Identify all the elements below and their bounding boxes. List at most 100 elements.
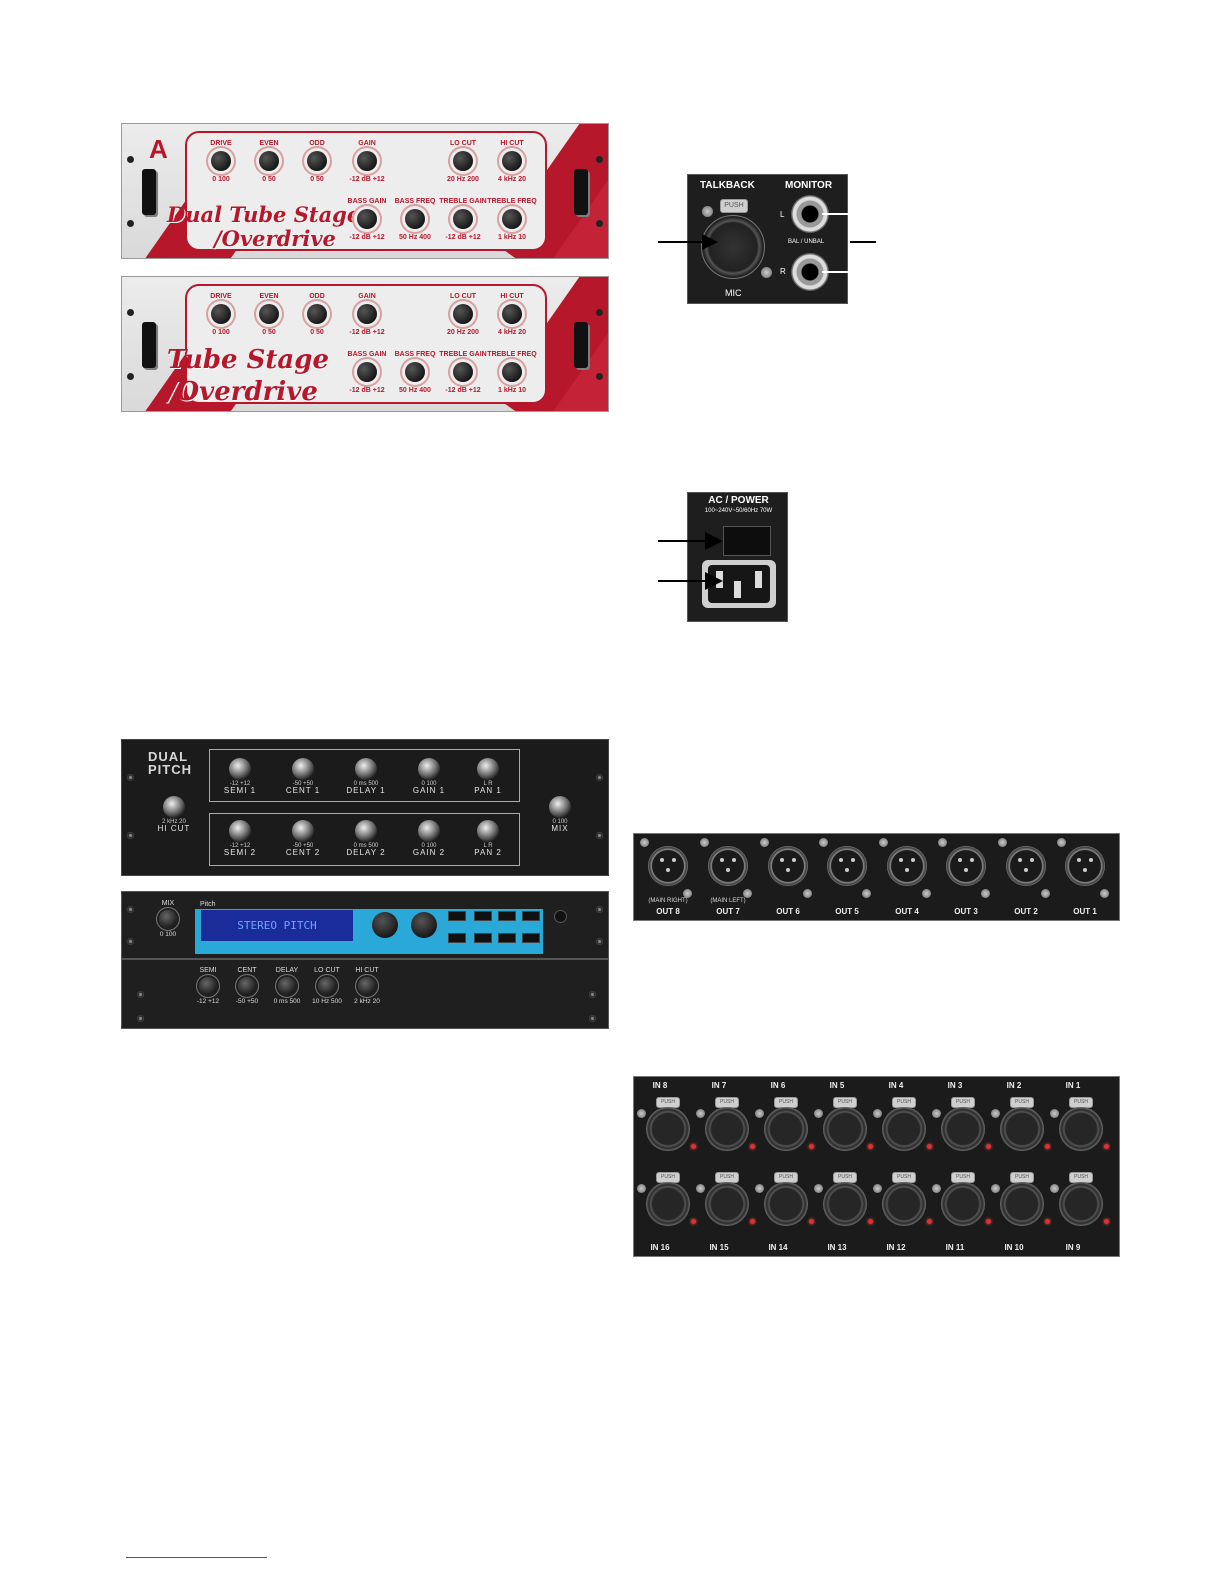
knob-cap[interactable] [211, 304, 231, 324]
output-xlr-connector[interactable] [648, 846, 688, 886]
output-xlr-connector[interactable] [827, 846, 867, 886]
input-xlr-connector[interactable] [705, 1182, 749, 1226]
knob-cap[interactable] [477, 820, 499, 842]
input-xlr-connector[interactable] [1059, 1107, 1103, 1151]
power-switch[interactable] [723, 526, 771, 556]
gain-knob[interactable]: GAIN-12 dB +12 [342, 132, 392, 183]
knob-cap[interactable] [199, 977, 217, 995]
input-xlr-connector[interactable] [764, 1107, 808, 1151]
semi-knob[interactable]: SEMI-12 +12 [186, 967, 230, 1005]
button-4[interactable] [522, 911, 540, 921]
button-7[interactable] [498, 933, 516, 943]
knob-cap[interactable] [405, 209, 425, 229]
input-xlr-connector[interactable] [1059, 1182, 1103, 1226]
knob-cap[interactable] [418, 758, 440, 780]
knob-cap[interactable] [229, 820, 251, 842]
power-button[interactable] [554, 910, 567, 923]
knob-cap[interactable] [453, 362, 473, 382]
knob-cap[interactable] [163, 796, 185, 818]
knob-cap[interactable] [418, 820, 440, 842]
knob-cap[interactable] [259, 151, 279, 171]
knob-cap[interactable] [453, 151, 473, 171]
input-xlr-connector[interactable] [1000, 1182, 1044, 1226]
input-xlr-connector[interactable] [941, 1182, 985, 1226]
treble-gain-knob[interactable]: TREBLE GAIN-12 dB +12 [438, 190, 488, 241]
input-xlr-connector[interactable] [882, 1107, 926, 1151]
knob-cap[interactable] [453, 209, 473, 229]
gain-knob[interactable]: GAIN-12 dB +12 [342, 285, 392, 336]
knob-cap[interactable] [259, 304, 279, 324]
knob-cap[interactable] [477, 758, 499, 780]
knob-cap[interactable] [318, 977, 336, 995]
button-6[interactable] [474, 933, 492, 943]
knob-cap[interactable] [549, 796, 571, 818]
button-3[interactable] [498, 911, 516, 921]
knob-cap[interactable] [307, 304, 327, 324]
output-xlr-connector[interactable] [1065, 846, 1105, 886]
treble-gain-knob[interactable]: TREBLE GAIN-12 dB +12 [438, 343, 488, 394]
input-xlr-connector[interactable] [646, 1107, 690, 1151]
input-xlr-connector[interactable] [764, 1182, 808, 1226]
button-1[interactable] [448, 911, 466, 921]
input-xlr-connector[interactable] [882, 1182, 926, 1226]
input-xlr-connector[interactable] [1000, 1107, 1044, 1151]
input-xlr-connector[interactable] [823, 1182, 867, 1226]
input-xlr-connector[interactable] [823, 1107, 867, 1151]
rack-handle-left[interactable] [142, 169, 156, 215]
knob-cap[interactable] [502, 362, 522, 382]
button-5[interactable] [448, 933, 466, 943]
output-xlr-connector[interactable] [946, 846, 986, 886]
knob-cap[interactable] [502, 304, 522, 324]
knob-cap[interactable] [211, 151, 231, 171]
bass-gain-knob[interactable]: BASS GAIN-12 dB +12 [342, 343, 392, 394]
knob-cap[interactable] [355, 758, 377, 780]
knob-cap[interactable] [238, 977, 256, 995]
button-8[interactable] [522, 933, 540, 943]
knob-cap[interactable] [292, 758, 314, 780]
knob-cap[interactable] [358, 977, 376, 995]
rack-handle-right[interactable] [574, 322, 588, 368]
cent-knob[interactable]: CENT-50 +50 [225, 967, 269, 1005]
knob-cap[interactable] [453, 304, 473, 324]
input-xlr-connector[interactable] [941, 1107, 985, 1151]
output-xlr-connector[interactable] [708, 846, 748, 886]
push-release-tab[interactable]: PUSH [720, 199, 748, 213]
encoder-knob-2[interactable] [411, 912, 437, 938]
knob-cap[interactable] [357, 304, 377, 324]
button-2[interactable] [474, 911, 492, 921]
knob-cap[interactable] [502, 151, 522, 171]
knob-cap[interactable] [229, 758, 251, 780]
knob-cap[interactable] [355, 820, 377, 842]
knob-cap[interactable] [292, 820, 314, 842]
rack-handle-right[interactable] [574, 169, 588, 215]
knob-cap[interactable] [278, 977, 296, 995]
encoder-knob-1[interactable] [372, 912, 398, 938]
